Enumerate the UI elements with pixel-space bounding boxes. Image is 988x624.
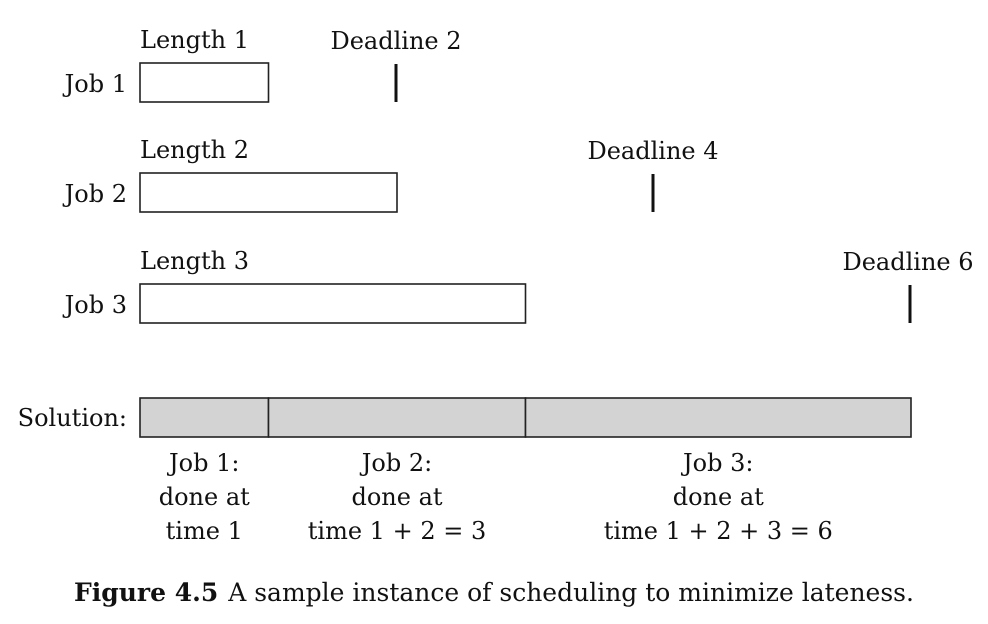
solution-segment-job-2 xyxy=(267,397,527,438)
job-1-length-bar xyxy=(139,62,270,103)
job-3-label: Job 3 xyxy=(62,291,127,319)
job-3-deadline-label: Deadline 6 xyxy=(842,248,973,276)
solution-segment-3-text-line-1: Job 3: xyxy=(680,449,753,477)
figure-caption: Figure 4.5 A sample instance of schedulin… xyxy=(0,578,988,607)
job-3-length-bar xyxy=(139,283,527,324)
solution-segment-1-text-line-1: Job 1: xyxy=(166,449,239,477)
solution-label: Solution: xyxy=(18,404,127,432)
solution-segment-1-text-line-3: time 1 xyxy=(166,517,243,545)
job-2-length-label: Length 2 xyxy=(140,136,249,164)
job-2-label: Job 2 xyxy=(62,180,127,208)
solution-segment-3-text-line-2: done at xyxy=(673,483,764,511)
solution-segment-1-text-line-2: done at xyxy=(159,483,250,511)
job-1-deadline-label: Deadline 2 xyxy=(330,27,461,55)
figure-number: Figure 4.5 xyxy=(74,578,219,607)
job-3-length-label: Length 3 xyxy=(140,247,249,275)
job-2-length-bar xyxy=(139,172,398,213)
solution-segment-3-text-line-3: time 1 + 2 + 3 = 6 xyxy=(604,517,833,545)
solution-segment-2-text-line-1: Job 2: xyxy=(359,449,432,477)
job-1-length-label: Length 1 xyxy=(140,26,249,54)
job-2-deadline-label: Deadline 4 xyxy=(587,137,718,165)
solution-segment-job-3 xyxy=(524,397,912,438)
figure-caption-text: A sample instance of scheduling to minim… xyxy=(228,578,914,607)
solution-segment-2-text-line-2: done at xyxy=(351,483,442,511)
job-1-label: Job 1 xyxy=(62,70,127,98)
solution-segment-2-text-line-3: time 1 + 2 = 3 xyxy=(308,517,486,545)
solution-segment-job-1 xyxy=(139,397,270,438)
